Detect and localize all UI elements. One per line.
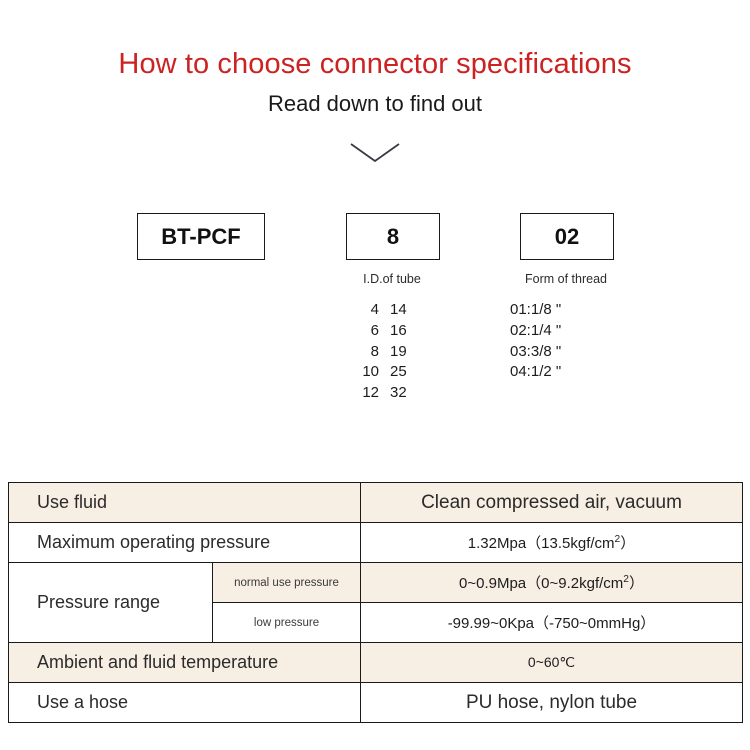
spec-label: Maximum operating pressure — [8, 522, 361, 563]
thread-form-item: 03:3/8 " — [510, 342, 562, 360]
page-title: How to choose connector specifications — [118, 48, 632, 80]
tube-size-right: 25 — [390, 363, 407, 381]
tube-size-right: 16 — [390, 321, 407, 339]
caption-tube-id: I.D.of tube — [363, 272, 421, 286]
spec-value: -99.99~0Kpa（-750~0mmHg） — [360, 602, 743, 643]
code-box-series-value: BT-PCF — [161, 223, 241, 249]
spec-value: 0~0.9Mpa（0~9.2kgf/cm2） — [360, 562, 743, 603]
spec-label: Ambient and fluid temperature — [8, 642, 361, 683]
tube-size-row: 6 16 — [338, 321, 458, 342]
code-box-thread-form-value: 02 — [554, 223, 580, 249]
code-box-thread-form: 02 — [520, 213, 614, 260]
tube-size-left: 12 — [362, 384, 379, 402]
spec-label: Use a hose — [8, 682, 361, 723]
spec-value: Clean compressed air, vacuum — [360, 482, 743, 523]
thread-form-list: 01:1/8 " 02:1/4 " 03:3/8 " 04:1/2 " — [510, 300, 640, 383]
tube-size-left: 8 — [370, 342, 379, 360]
tube-size-row: 8 19 — [338, 342, 458, 363]
spec-value: PU hose, nylon tube — [360, 682, 743, 723]
spec-sub-label: low pressure — [212, 602, 361, 643]
tube-size-list: 4 14 6 16 8 19 10 25 12 32 — [338, 300, 458, 404]
caption-thread-form: Form of thread — [525, 272, 607, 286]
tube-size-row: 4 14 — [338, 300, 458, 321]
spec-sub-label: normal use pressure — [212, 562, 361, 603]
thread-form-item: 01:1/8 " — [510, 301, 562, 318]
code-box-tube-id-value: 8 — [386, 223, 400, 249]
code-box-tube-id: 8 — [346, 213, 440, 260]
spec-value: 1.32Mpa（13.5kgf/cm2） — [360, 522, 743, 563]
page-subtitle: Read down to find out — [267, 91, 483, 116]
tube-size-left: 6 — [370, 321, 379, 339]
tube-size-row: 10 25 — [338, 362, 458, 383]
tube-size-right: 19 — [390, 342, 407, 360]
chevron-down-icon — [350, 143, 400, 163]
spec-label: Use fluid — [8, 482, 361, 523]
thread-form-item: 04:1/2 " — [510, 363, 562, 381]
table-row: low pressure-99.99~0Kpa（-750~0mmHg） — [9, 602, 743, 643]
tube-size-left: 10 — [362, 363, 379, 381]
tube-size-row: 12 32 — [338, 383, 458, 404]
tube-size-left: 4 — [370, 301, 379, 318]
tube-size-right: 32 — [390, 384, 407, 402]
thread-form-item: 02:1/4 " — [510, 321, 562, 339]
spec-label: Pressure range — [8, 562, 213, 643]
spec-value: 0~60℃ — [360, 642, 743, 683]
tube-size-right: 14 — [390, 301, 407, 318]
code-box-series: BT-PCF — [137, 213, 265, 260]
